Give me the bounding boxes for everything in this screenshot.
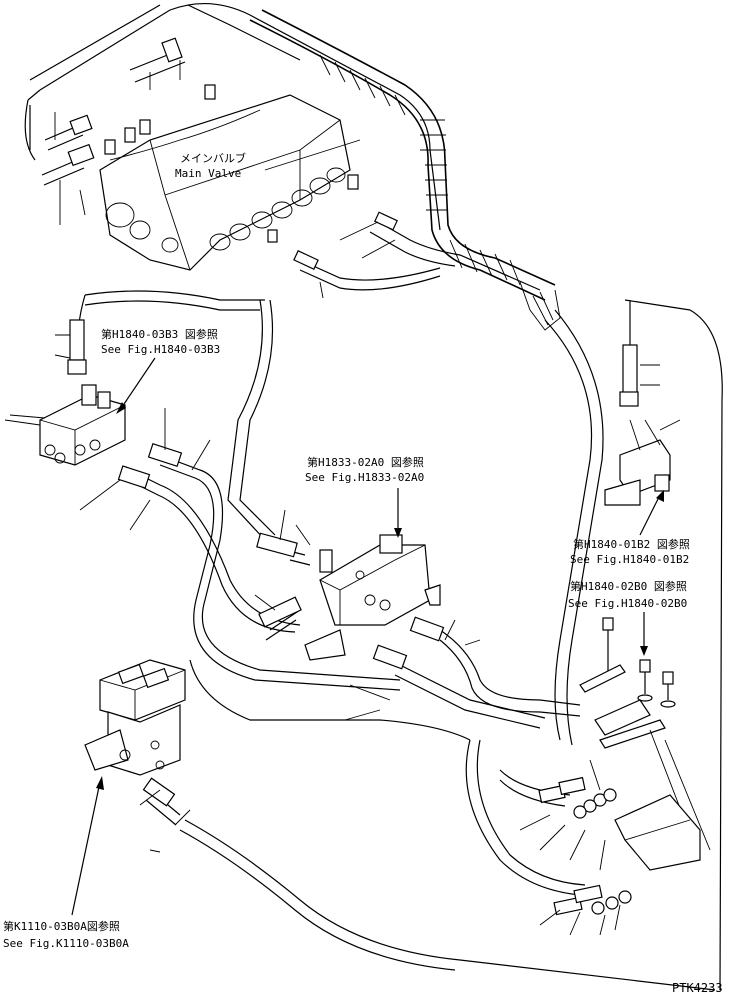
ref-label-h1840-01b2: 第H1840-01B2 図参照 See Fig.H1840-01B2 [570, 490, 690, 566]
main-valve-label-en: Main Valve [175, 167, 241, 180]
ref-h1840-02b0-jp: 第H1840-02B0 図参照 [570, 579, 687, 593]
ref-h1840-02b0-en: See Fig.H1840-02B0 [568, 597, 687, 610]
ref-h1840-03b3-jp: 第H1840-03B3 図参照 [101, 327, 218, 341]
main-valve-hoses [293, 211, 541, 299]
right-lower-fittings [499, 759, 701, 871]
main-valve-label: メインバルブ Main Valve [175, 139, 361, 180]
ref-h1833-02a0-jp: 第H1833-02A0 図参照 [307, 455, 424, 469]
left-valve-block [4, 319, 126, 466]
bottom-right-fittings [465, 739, 632, 936]
ref-h1840-03b3-en: See Fig.H1840-03B3 [101, 343, 220, 356]
center-valve [254, 509, 441, 661]
ref-k1110-03b0a-jp: 第K1110-03B0A図参照 [3, 919, 120, 933]
main-valve [99, 84, 359, 271]
ref-label-k1110-03b0a: 第K1110-03B0A図参照 See Fig.K1110-03B0A [3, 776, 129, 950]
ref-h1840-01b2-en: See Fig.H1840-01B2 [570, 553, 689, 566]
left-hose-ends [41, 37, 186, 225]
pedal-valve [84, 659, 191, 853]
right-bolts-brackets [579, 617, 711, 861]
bottom-outer-hose [179, 659, 716, 991]
ref-label-h1840-02b0: 第H1840-02B0 図参照 See Fig.H1840-02B0 [568, 579, 687, 656]
main-valve-fittings [104, 84, 359, 243]
right-upper-valve [604, 299, 723, 991]
left-block-hoses [79, 408, 401, 691]
ref-h1840-01b2-jp: 第H1840-01B2 図参照 [573, 537, 690, 551]
ref-label-h1840-03b3: 第H1840-03B3 図参照 See Fig.H1840-03B3 [101, 327, 220, 414]
upper-outer-hose [24, 3, 441, 231]
ref-k1110-03b0a-en: See Fig.K1110-03B0A [3, 937, 129, 950]
main-valve-spools [105, 167, 346, 253]
outer-loop-hose [544, 309, 604, 746]
center-right-hoses [344, 616, 581, 729]
main-valve-label-jp: メインバルブ [180, 151, 246, 165]
center-loop-hose [77, 290, 276, 541]
ref-h1833-02a0-en: See Fig.H1833-02A0 [305, 471, 424, 484]
drawing-code: PTK4233 [672, 981, 723, 995]
ref-label-h1833-02a0: 第H1833-02A0 図参照 See Fig.H1833-02A0 [305, 455, 424, 538]
